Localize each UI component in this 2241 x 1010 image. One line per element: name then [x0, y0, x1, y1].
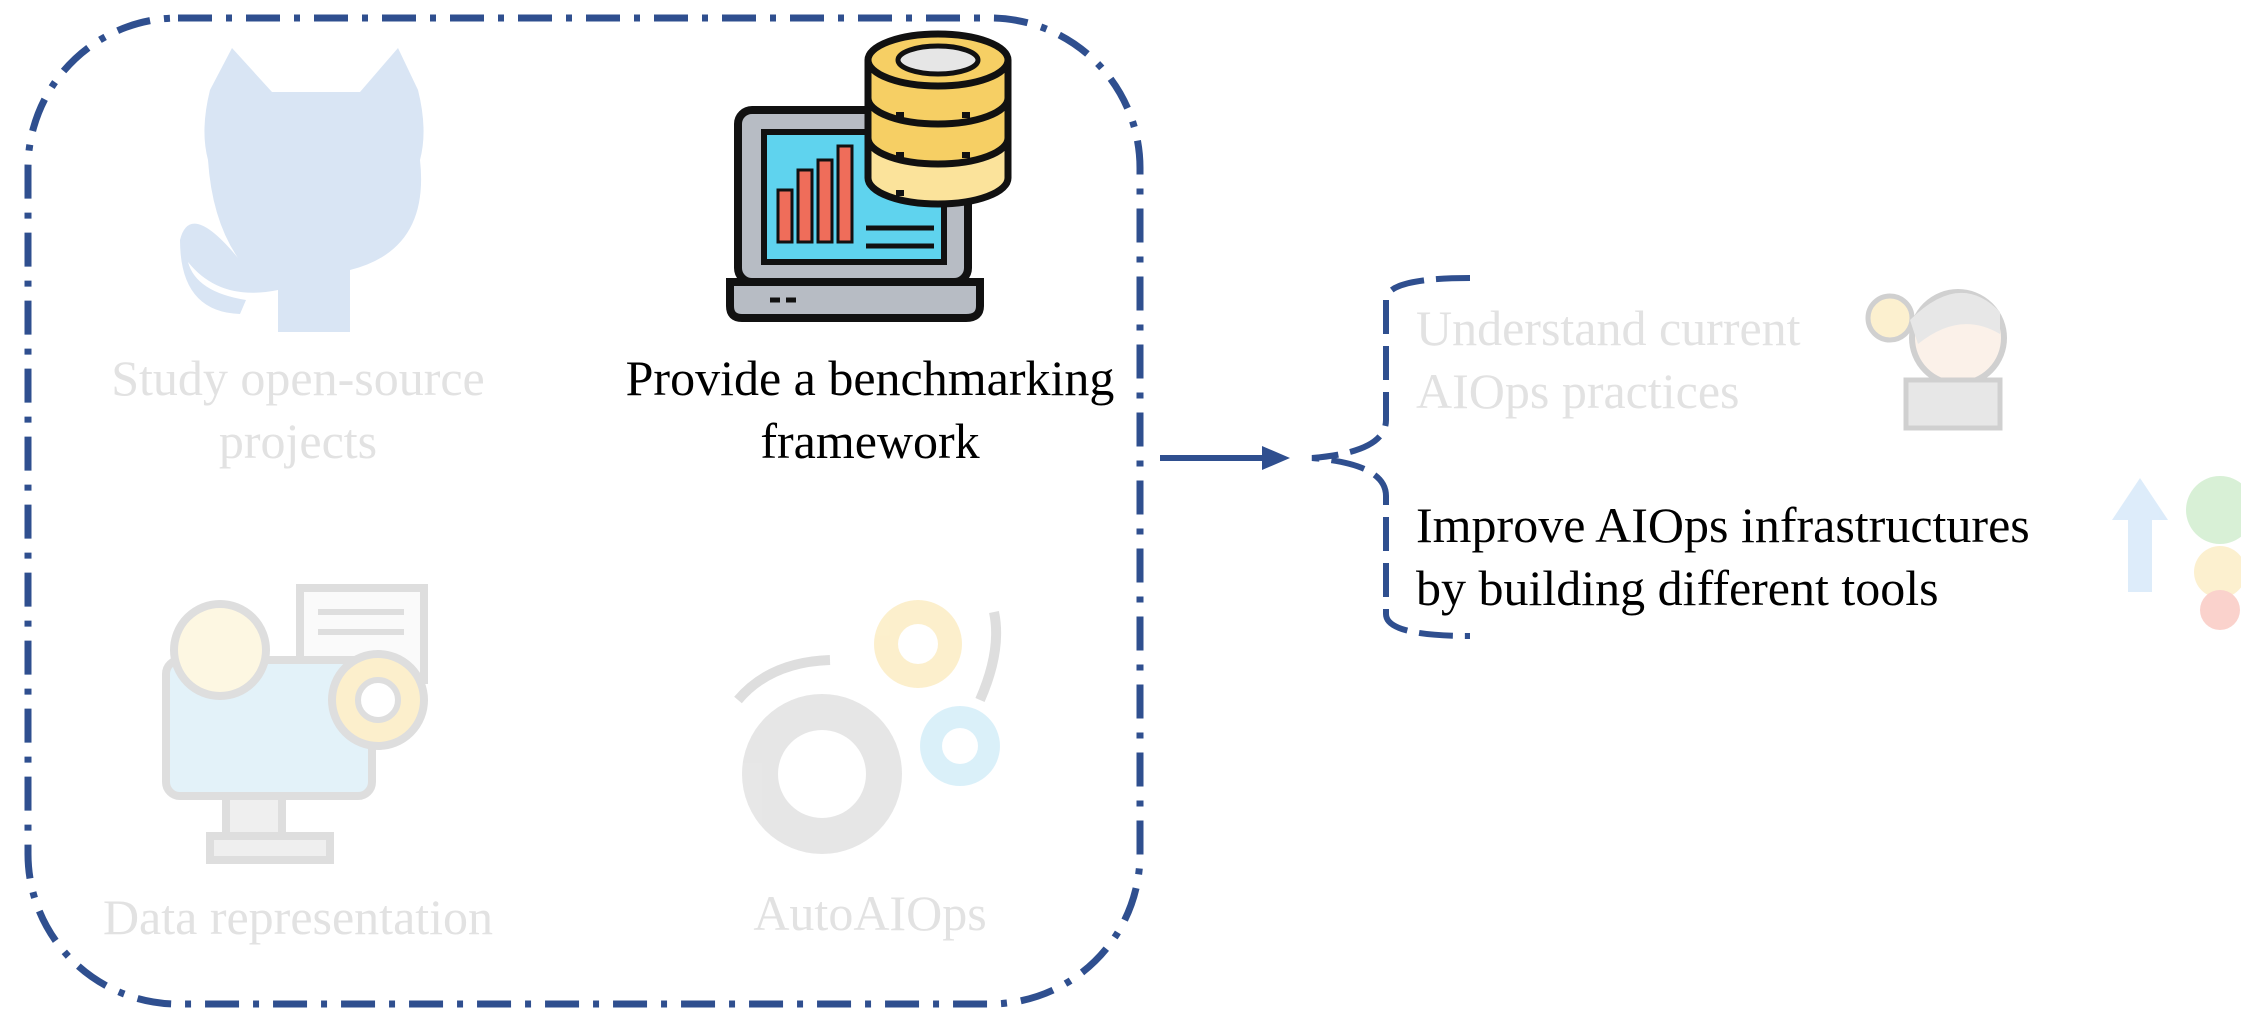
label-understand-aiops-practices: Understand current AIOps practices [1416, 300, 1801, 419]
label-improve-aiops-infrastructures: Improve AIOps infrastructures by buildin… [1416, 497, 2030, 616]
flow-arrow [1160, 446, 1290, 470]
label-data-representation: Data representation [102, 889, 494, 945]
label-autoaiops: AutoAIOps [753, 885, 987, 941]
upward-smiley-icon [2112, 476, 2241, 630]
group-frame [24, 14, 1144, 1008]
github-octocat-icon [180, 48, 424, 332]
person-idea-icon [1865, 289, 2007, 431]
outcome-brace [1311, 275, 1471, 639]
label-benchmarking-framework: Provide a benchmarking framework [625, 350, 1115, 469]
label-study-open-source: Study open-source projects [111, 350, 485, 469]
laptop-database-icon [726, 30, 1012, 322]
monitor-lightbulb-gear-icon [162, 584, 428, 864]
gears-icon [734, 600, 1002, 854]
